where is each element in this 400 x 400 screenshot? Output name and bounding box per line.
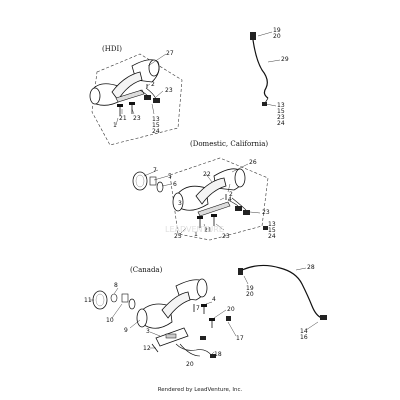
domestic-section: (Domestic, California)	[132, 140, 276, 241]
canada-label-20b: 20	[186, 361, 194, 368]
domestic-label-6: 6	[173, 181, 177, 188]
hdi-label-13: 13	[152, 116, 160, 123]
domestic-label-23: 23	[262, 209, 270, 216]
hdi-label-23: 23	[165, 87, 173, 94]
canada-label-7: 7	[196, 305, 200, 312]
canada-label-11: 11	[84, 297, 92, 304]
domestic-enclosure	[169, 157, 269, 241]
domestic-label-2: 2	[229, 191, 233, 198]
domestic-caption: (Domestic, California)	[190, 140, 268, 148]
canada-leaders	[90, 287, 237, 355]
canada-label-20a: 20	[227, 306, 235, 313]
canada-label-16: 16	[300, 334, 308, 341]
hdi-label-2: 2	[151, 81, 155, 88]
canada-screws	[193, 304, 231, 328]
harness-label-13: 13	[277, 102, 285, 109]
harness-label-20: 20	[273, 33, 281, 40]
canada-label-8: 8	[114, 282, 118, 289]
hdi-leaders	[115, 53, 167, 126]
canada-label-10: 10	[106, 317, 114, 324]
canada-wires	[175, 336, 216, 358]
canada-label-18: 18	[214, 351, 222, 358]
canada-label-9: 9	[124, 327, 128, 334]
domestic-label-25: 25	[174, 233, 182, 240]
hdi-label-24: 24	[152, 128, 160, 135]
domestic-label-23b: 23	[222, 233, 230, 240]
domestic-label-1: 1	[194, 231, 198, 238]
domestic-leaders	[143, 163, 261, 235]
domestic-label-5: 5	[168, 173, 172, 180]
canada-label-19: 19	[246, 285, 254, 292]
canada-harness: 28 19 20 14 16	[238, 264, 327, 341]
hdi-connectors	[139, 87, 160, 103]
domestic-bracket	[195, 177, 227, 205]
canada-plate-light	[151, 327, 189, 353]
canada-label-28: 28	[307, 264, 315, 271]
domestic-label-15: 15	[268, 227, 276, 234]
hdi-enclosure	[91, 53, 183, 146]
canada-bracket	[161, 291, 191, 319]
domestic-connectors	[227, 197, 250, 215]
hdi-section: (HDI)	[89, 45, 183, 146]
hdi-label-15: 15	[152, 122, 160, 129]
domestic-label-13: 13	[268, 221, 276, 228]
harness-label-19: 19	[273, 27, 281, 34]
canada-lens-parts	[92, 290, 136, 310]
domestic-label-26: 26	[249, 159, 257, 166]
domestic-label-21: 21	[204, 227, 212, 234]
canada-label-3: 3	[146, 328, 150, 335]
domestic-screws	[197, 194, 268, 230]
domestic-lens-parts	[132, 171, 164, 193]
harness-label-29: 29	[281, 56, 289, 63]
domestic-label-22: 22	[203, 171, 211, 178]
footer-credit: Rendered by LeadVenture, Inc.	[157, 387, 243, 393]
hdi-caption: (HDI)	[102, 45, 122, 53]
canada-label-14: 14	[300, 328, 308, 335]
hdi-bracket	[111, 71, 143, 101]
harness-label-24: 24	[277, 120, 285, 127]
canada-label-20: 20	[246, 291, 254, 298]
domestic-label-24: 24	[268, 233, 276, 240]
domestic-label-7: 7	[153, 167, 157, 174]
domestic-label-3: 3	[178, 200, 182, 207]
hdi-label-1: 1	[113, 122, 117, 129]
harness-label-15: 15	[277, 108, 285, 115]
harness-label-23: 23	[277, 114, 285, 121]
canada-caption: (Canada)	[130, 266, 163, 274]
watermark: LEADVENTURE	[165, 225, 224, 234]
canada-label-12: 12	[143, 345, 151, 352]
hdi-label-21: 21	[119, 115, 127, 122]
canada-label-17: 17	[236, 335, 244, 342]
canada-section: (Canada) 28 19 20 14 16	[84, 264, 327, 368]
domestic-label-4: 4	[228, 196, 232, 203]
hdi-harness: 19 20 29 13 15 23 24	[250, 27, 289, 127]
canada-label-4: 4	[212, 296, 216, 303]
hdi-label-23b: 23	[133, 115, 141, 122]
hdi-label-27: 27	[166, 50, 174, 57]
